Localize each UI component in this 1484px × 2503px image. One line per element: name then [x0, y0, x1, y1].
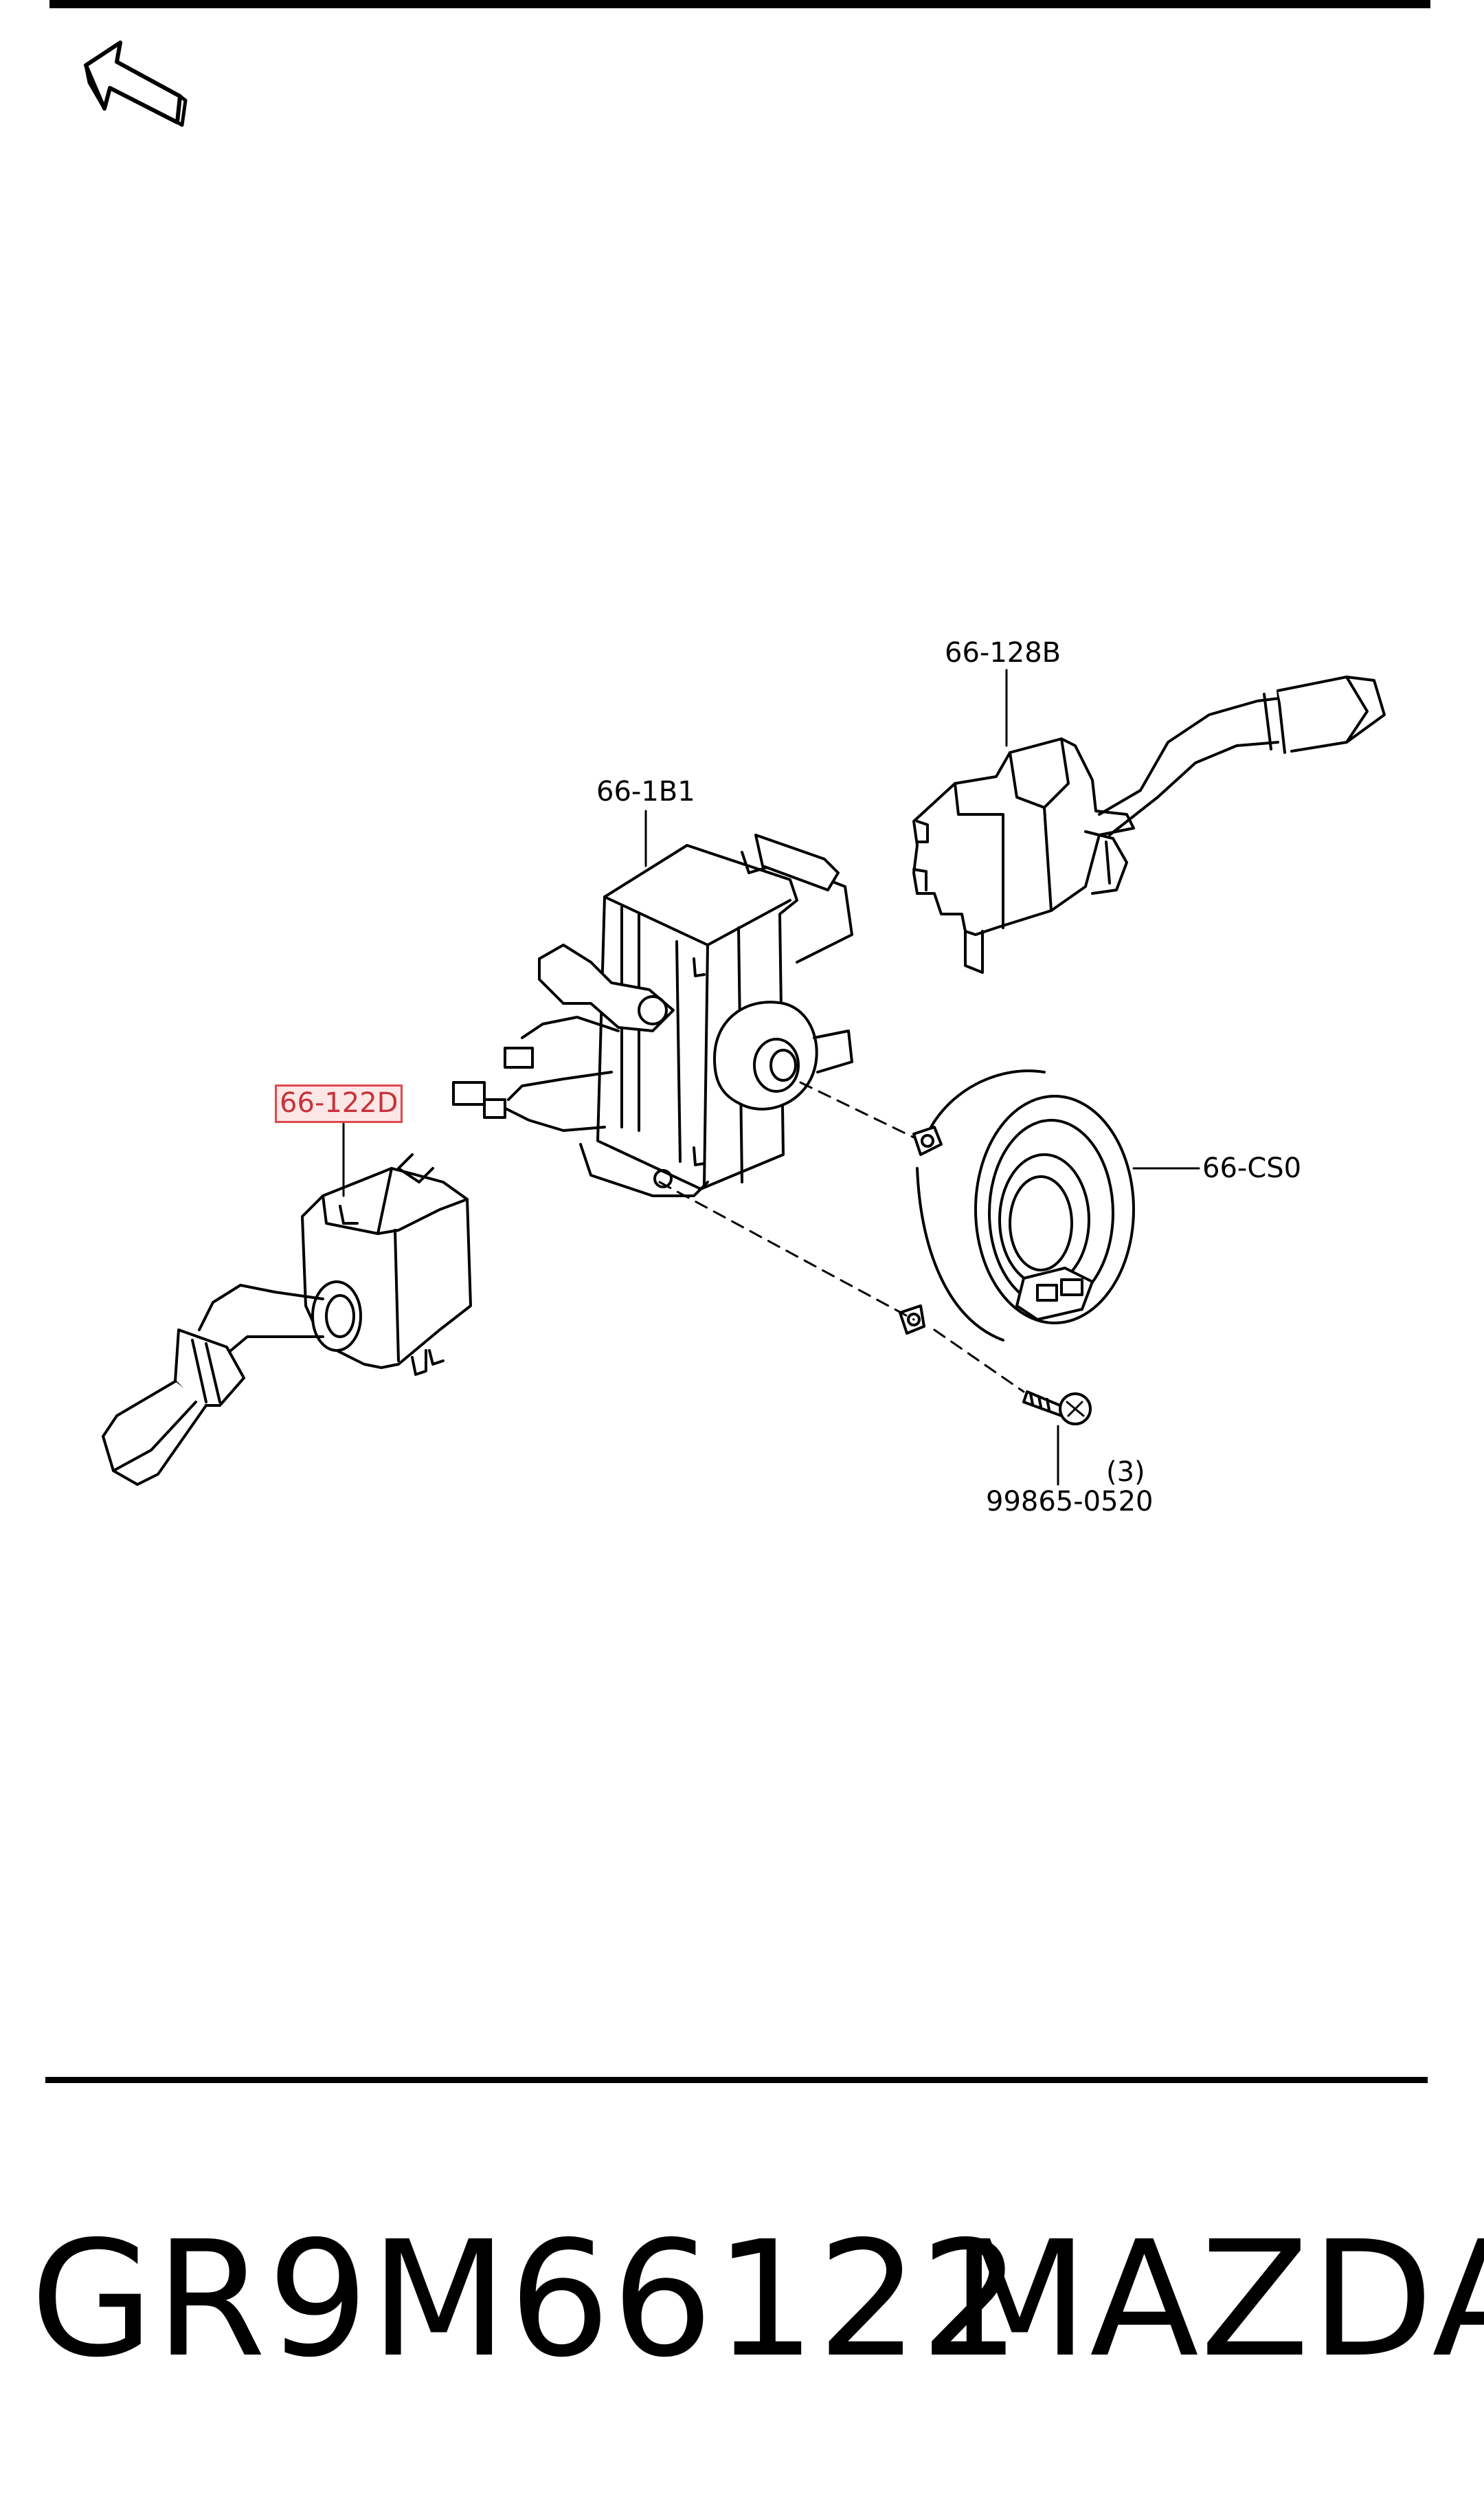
screw-drawing: [1022, 1390, 1092, 1425]
assembly-guide-lines: [658, 1081, 1025, 1393]
leader-lines: [342, 669, 1200, 1486]
brand-name: MAZDA: [951, 2207, 1484, 2392]
clock-spring-drawing: [899, 1069, 1135, 1342]
part-number: GR9M66122: [30, 2207, 1023, 2392]
fwd-arrow-icon: [84, 41, 188, 127]
turn-signal-switch-drawing: [912, 676, 1386, 974]
top-rule: [49, 0, 1430, 8]
parts-diagram: [84, 41, 1386, 1486]
callout-screw-qty: (3): [1106, 1456, 1145, 1488]
footer-caption: GR9M66122 MAZDA: [0, 2220, 1484, 2399]
bottom-rule: [45, 2077, 1428, 2083]
callout-combination-switch-body: 66-1B1: [596, 776, 695, 808]
callout-wiper-switch-highlighted[interactable]: 66-122D: [275, 1084, 403, 1123]
wiper-switch-drawing: [102, 1153, 472, 1486]
callout-turn-signal-switch: 66-128B: [945, 637, 1061, 669]
combination-switch-body-drawing: [452, 834, 853, 1197]
callout-screw: 99865-0520: [986, 1486, 1154, 1517]
callout-clock-spring: 66-CS0: [1202, 1153, 1302, 1184]
